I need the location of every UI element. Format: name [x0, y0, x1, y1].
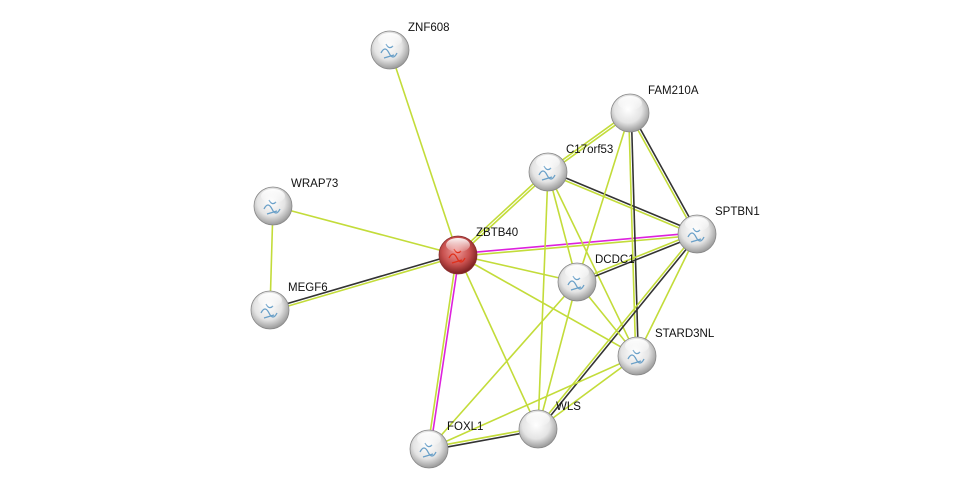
node-label: MEGF6	[288, 282, 328, 294]
edge-STARD3NL-FOXL1[interactable]	[428, 355, 638, 450]
edge-line-experiments	[457, 231, 697, 255]
edge-line-textmining	[428, 355, 638, 450]
node-label: FOXL1	[447, 421, 483, 433]
edge-line-coexpression	[577, 234, 698, 284]
node-highlight	[526, 412, 550, 426]
edge-line-textmining	[457, 254, 638, 357]
edge-SPTBN1-STARD3NL[interactable]	[636, 233, 698, 357]
edge-ZBTB40-SPTBN1[interactable]	[457, 231, 698, 258]
edge-line-textmining	[426, 254, 458, 449]
edge-line-textmining	[428, 281, 578, 450]
node-highlight	[417, 432, 441, 446]
edge-FAM210A-DCDC1[interactable]	[576, 112, 631, 283]
node-label: WRAP73	[291, 178, 338, 190]
node-FOXL1[interactable]: FOXL1	[409, 421, 483, 469]
edge-line-textmining	[547, 171, 638, 357]
edge-DCDC1-WLS[interactable]	[537, 281, 578, 430]
edge-SPTBN1-DCDC1[interactable]	[576, 232, 698, 284]
edge-line-textmining	[547, 172, 697, 236]
edge-line-textmining	[456, 170, 548, 255]
edge-STARD3NL-WLS[interactable]	[537, 355, 638, 430]
node-highlight	[685, 217, 709, 231]
edge-line-textmining	[457, 254, 539, 430]
node-WLS[interactable]: WLS	[518, 401, 581, 449]
node-highlight	[618, 96, 642, 110]
node-FAM210A[interactable]: FAM210A	[610, 85, 699, 133]
node-highlight	[536, 155, 560, 169]
edge-line-coexpression	[630, 112, 640, 356]
node-highlight	[446, 238, 470, 252]
node-label: SPTBN1	[715, 206, 760, 218]
edge-line-textmining	[636, 233, 698, 357]
edge-line-textmining	[537, 281, 578, 430]
edge-line-experiments	[429, 255, 461, 450]
edge-ZNF608-ZBTB40[interactable]	[389, 49, 459, 256]
node-DCDC1[interactable]: DCDC1	[557, 254, 635, 302]
node-MEGF6[interactable]: MEGF6	[250, 282, 328, 330]
node-highlight	[378, 33, 402, 47]
node-label: STARD3NL	[655, 328, 715, 340]
edge-ZBTB40-FOXL1[interactable]	[426, 254, 461, 450]
edge-line-textmining	[537, 355, 638, 430]
edge-C17orf53-STARD3NL[interactable]	[547, 171, 638, 357]
node-label: ZNF608	[408, 22, 450, 34]
edge-MEGF6-ZBTB40[interactable]	[269, 252, 459, 313]
node-label: WLS	[556, 401, 581, 413]
node-label: C17orf53	[566, 144, 613, 156]
node-C17orf53[interactable]: C17orf53	[528, 144, 613, 192]
edge-line-textmining	[457, 254, 578, 283]
node-label: FAM210A	[648, 85, 699, 97]
node-STARD3NL[interactable]: STARD3NL	[617, 328, 715, 376]
edge-FAM210A-SPTBN1[interactable]	[628, 111, 699, 236]
edge-line-textmining	[627, 113, 637, 357]
edge-WRAP73-ZBTB40[interactable]	[272, 205, 459, 256]
edge-line-textmining	[458, 234, 698, 258]
edge-line-textmining	[537, 171, 549, 430]
edge-FAM210A-STARD3NL[interactable]	[627, 112, 640, 357]
edge-line-textmining	[389, 49, 459, 256]
node-highlight	[625, 339, 649, 353]
edge-C17orf53-WLS[interactable]	[537, 171, 549, 430]
edge-line-coexpression	[548, 170, 698, 234]
node-highlight	[258, 293, 282, 307]
edge-line-textmining	[270, 255, 459, 313]
node-ZNF608[interactable]: ZNF608	[370, 22, 450, 70]
node-ZBTB40[interactable]: ZBTB40	[438, 227, 518, 275]
edge-line-textmining	[272, 205, 459, 256]
edge-line-coexpression	[630, 111, 699, 234]
node-SPTBN1[interactable]: SPTBN1	[677, 206, 760, 254]
edge-line-textmining	[458, 172, 550, 257]
edge-ZBTB40-C17orf53[interactable]	[456, 170, 550, 257]
edge-line-textmining	[576, 232, 697, 282]
node-highlight	[565, 265, 589, 279]
edge-ZBTB40-WLS[interactable]	[457, 254, 539, 430]
node-WRAP73[interactable]: WRAP73	[253, 178, 338, 226]
edge-DCDC1-FOXL1[interactable]	[428, 281, 578, 450]
edge-C17orf53-SPTBN1[interactable]	[547, 170, 698, 236]
node-label: DCDC1	[595, 254, 635, 266]
edge-line-coexpression	[269, 252, 458, 310]
edge-ZBTB40-DCDC1[interactable]	[457, 254, 578, 283]
edge-line-textmining	[576, 112, 631, 283]
node-label: ZBTB40	[476, 227, 518, 239]
edge-ZBTB40-STARD3NL[interactable]	[457, 254, 638, 357]
edge-line-textmining	[628, 113, 697, 236]
node-highlight	[261, 189, 285, 203]
